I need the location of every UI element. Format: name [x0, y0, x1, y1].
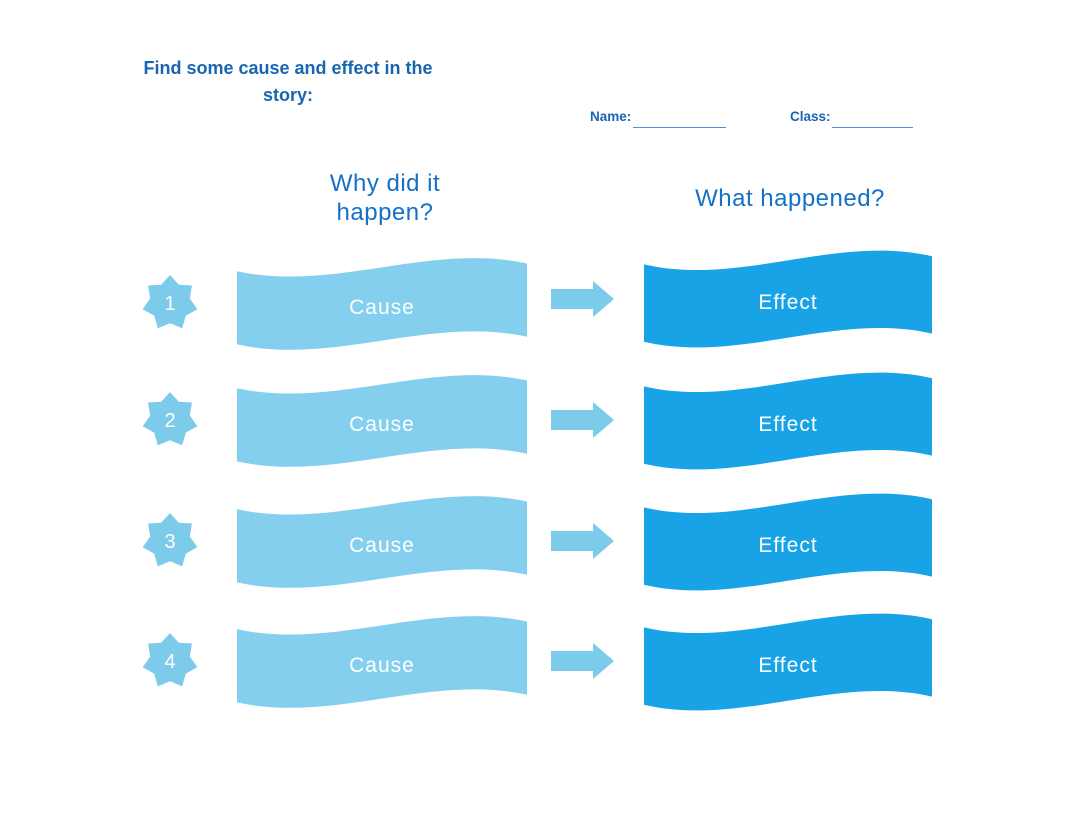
cause-label: Cause	[349, 412, 415, 436]
wave-banner-shape	[644, 613, 932, 711]
cause-banner[interactable]: Cause	[237, 488, 527, 594]
row-number: 2	[164, 409, 176, 432]
wave-banner-shape	[237, 258, 527, 350]
name-label: Name:	[590, 109, 632, 124]
wave-banner-shape	[237, 616, 527, 708]
row-number: 1	[164, 292, 176, 315]
seven-point-star-icon	[142, 274, 198, 329]
effect-banner[interactable]: Effect	[644, 485, 932, 597]
page-title: Find some cause and effect in the story:	[143, 58, 433, 105]
wave-banner-shape	[644, 493, 932, 591]
name-field[interactable]	[633, 110, 726, 128]
right-arrow-icon	[551, 281, 614, 317]
right-arrow-icon	[551, 643, 614, 679]
cause-label: Cause	[349, 653, 415, 677]
row-number-badge: 2	[141, 391, 199, 449]
right-arrow-icon	[551, 402, 614, 438]
seven-point-star-icon	[142, 512, 198, 567]
effect-banner[interactable]: Effect	[644, 242, 932, 354]
cause-label: Cause	[349, 295, 415, 319]
left-column-header: Why did it happen?	[329, 170, 441, 227]
seven-point-star-icon	[142, 391, 198, 446]
wave-banner-shape	[644, 372, 932, 470]
row-number-badge: 4	[141, 632, 199, 690]
class-label: Class:	[790, 109, 831, 124]
right-column-header: What happened?	[695, 185, 885, 212]
class-field[interactable]	[832, 110, 913, 128]
wave-banner-shape	[237, 496, 527, 588]
cause-banner[interactable]: Cause	[237, 367, 527, 473]
seven-point-star-icon	[142, 632, 198, 687]
right-arrow-icon	[551, 523, 614, 559]
cause-banner[interactable]: Cause	[237, 250, 527, 356]
effect-banner[interactable]: Effect	[644, 364, 932, 476]
effect-label: Effect	[758, 290, 818, 314]
effect-label: Effect	[758, 653, 818, 677]
row-number: 3	[164, 530, 176, 553]
wave-banner-shape	[644, 250, 932, 348]
row-number-badge: 3	[141, 512, 199, 570]
cause-label: Cause	[349, 533, 415, 557]
cause-banner[interactable]: Cause	[237, 608, 527, 714]
wave-banner-shape	[237, 375, 527, 467]
effect-label: Effect	[758, 412, 818, 436]
row-number: 4	[164, 650, 176, 673]
row-number-badge: 1	[141, 274, 199, 332]
effect-banner[interactable]: Effect	[644, 605, 932, 717]
effect-label: Effect	[758, 533, 818, 557]
